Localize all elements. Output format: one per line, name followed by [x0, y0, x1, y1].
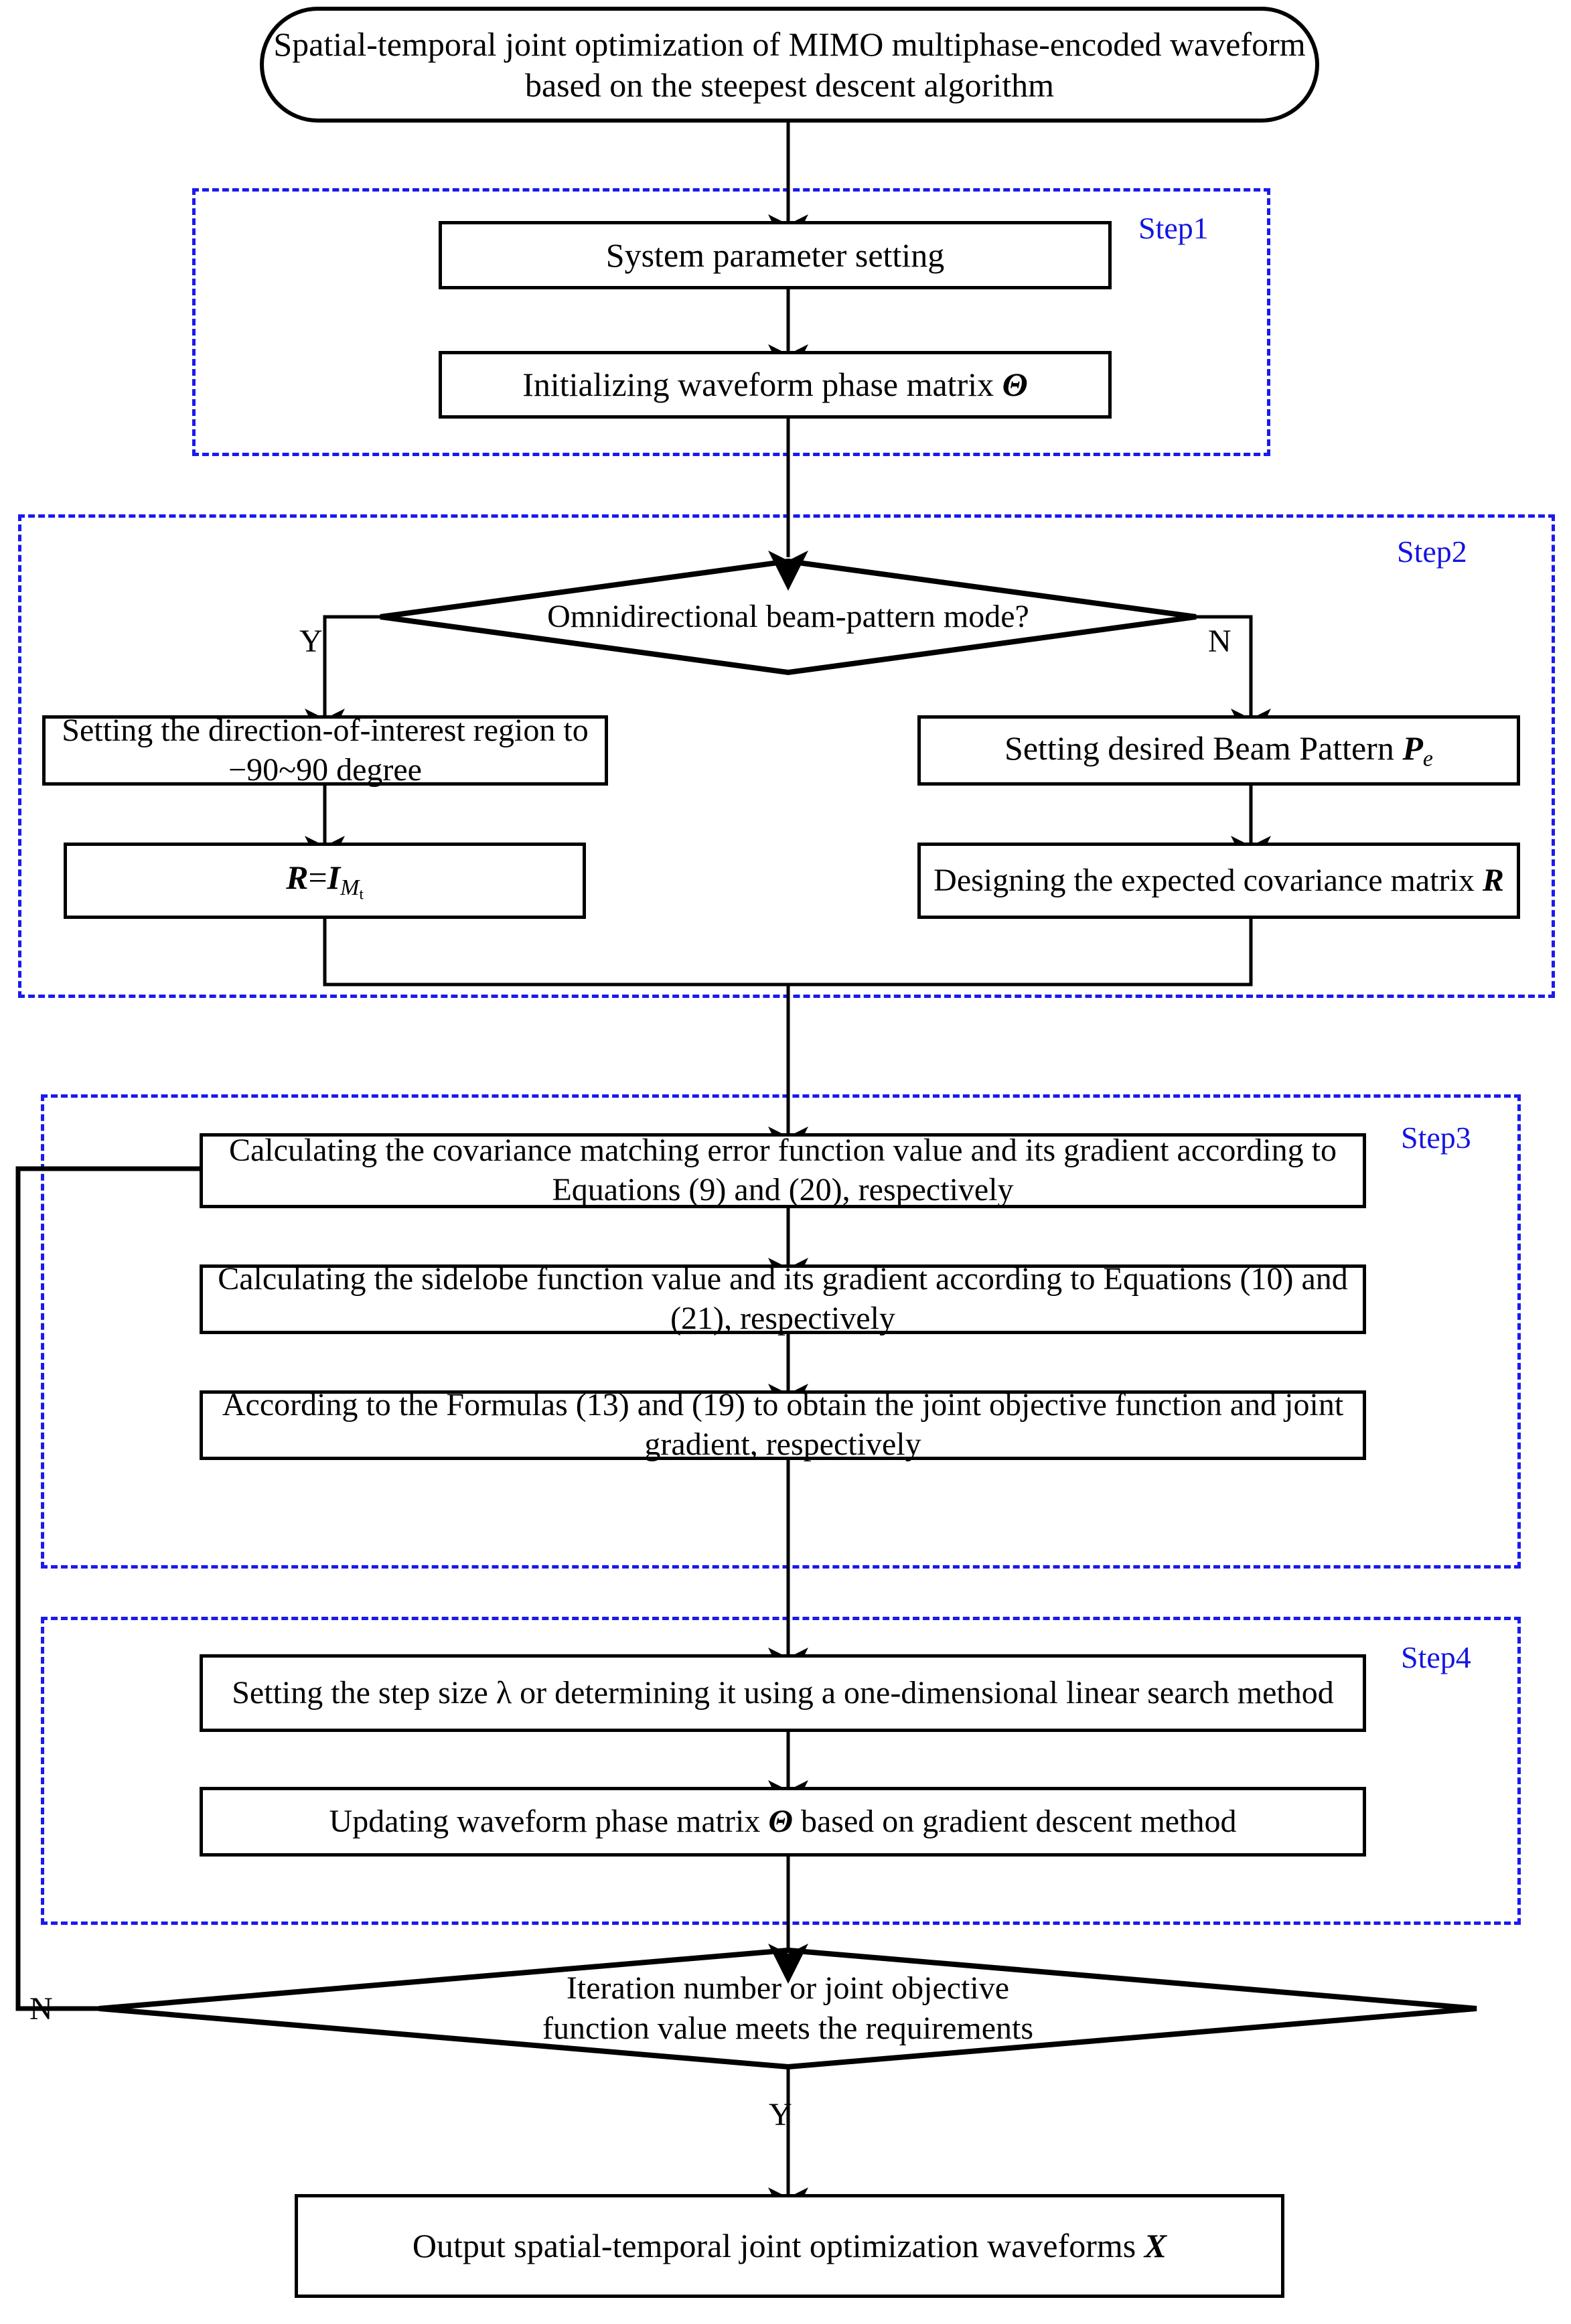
update-text-post: based on gradient descent method	[792, 1803, 1237, 1839]
step1-region	[192, 188, 1270, 456]
decision-beampattern-mode: Omnidirectional beam-pattern mode?	[380, 561, 1196, 672]
edge-label-mode-yes: Y	[299, 624, 323, 659]
node-calc-sidelobe: Calculating the sidelobe function value …	[200, 1261, 1366, 1336]
step4-label: Step4	[1401, 1640, 1471, 1674]
x-symbol: X	[1144, 2227, 1167, 2264]
start-terminator: Spatial-temporal joint optimization of M…	[260, 7, 1319, 123]
lambda-symbol: λ	[496, 1674, 512, 1711]
node-r-equals-identity: R=IMt	[64, 843, 586, 919]
p-subscript: e	[1422, 746, 1433, 772]
initializing-phase-matrix-label: Initializing waveform phase matrix Θ	[513, 364, 1037, 405]
node-set-desired-beam-pattern: Setting desired Beam Pattern Pe	[917, 715, 1520, 786]
edge-label-converge-no: N	[29, 1991, 53, 2027]
convergence-line2: function value meets the requirements	[542, 2011, 1034, 2046]
update-text: Updating waveform phase matrix	[329, 1803, 769, 1839]
covariance-text: Designing the expected covariance matrix	[933, 862, 1483, 898]
joint-objective-label: According to the Formulas (13) and (19) …	[222, 1387, 1344, 1462]
node-set-direction-of-interest: Setting the direction-of-interest region…	[42, 713, 608, 788]
theta-symbol: Θ	[1002, 366, 1028, 403]
edge-label-converge-yes: Y	[769, 2097, 792, 2132]
node-joint-objective: According to the Formulas (13) and (19) …	[200, 1387, 1366, 1462]
set-direction-of-interest-label: Setting the direction-of-interest region…	[62, 712, 589, 788]
identity-sub-t: t	[359, 885, 364, 903]
decision-convergence: Iteration number or joint objective func…	[99, 1950, 1477, 2067]
set-step-size-label: Setting the step size λ or determining i…	[222, 1674, 1343, 1713]
theta-symbol-update: Θ	[768, 1803, 793, 1839]
node-set-step-size: Setting the step size λ or determining i…	[200, 1654, 1366, 1732]
node-output-waveforms: Output spatial-temporal joint optimizati…	[295, 2194, 1284, 2298]
identity-sub-m: M	[340, 875, 360, 901]
r-matrix-symbol: R	[1482, 862, 1504, 898]
calc-covariance-error-label: Calculating the covariance matching erro…	[228, 1133, 1337, 1208]
decision-convergence-label: Iteration number or joint objective func…	[542, 1968, 1033, 2049]
update-phase-matrix-label: Updating waveform phase matrix Θ based o…	[320, 1802, 1246, 1842]
node-design-covariance-matrix: Designing the expected covariance matrix…	[917, 843, 1520, 919]
beam-pattern-text: Setting desired Beam Pattern	[1004, 729, 1403, 767]
node-system-parameter-setting: System parameter setting	[439, 221, 1112, 289]
node-update-phase-matrix: Updating waveform phase matrix Θ based o…	[200, 1787, 1366, 1857]
equals-sign: =	[308, 858, 327, 896]
system-parameter-setting-label: System parameter setting	[605, 236, 945, 274]
output-waveforms-label: Output spatial-temporal joint optimizati…	[403, 2226, 1176, 2266]
edge-label-mode-no: N	[1208, 624, 1231, 659]
p-symbol: P	[1402, 729, 1423, 767]
step-size-text: Setting the step size	[232, 1674, 496, 1711]
design-covariance-matrix-label: Designing the expected covariance matrix…	[924, 861, 1513, 901]
decision-beampattern-label: Omnidirectional beam-pattern mode?	[547, 599, 1029, 634]
step2-label: Step2	[1397, 534, 1467, 569]
calc-sidelobe-label: Calculating the sidelobe function value …	[218, 1261, 1348, 1336]
step3-label: Step3	[1401, 1120, 1471, 1155]
r-symbol: R	[286, 858, 309, 896]
node-initializing-phase-matrix: Initializing waveform phase matrix Θ	[439, 351, 1112, 419]
step-size-text-post: or determining it using a one-dimensiona…	[512, 1674, 1334, 1711]
set-desired-beam-pattern-label: Setting desired Beam Pattern Pe	[995, 728, 1442, 773]
r-equals-identity-label: R=IMt	[277, 857, 373, 904]
start-label: Spatial-temporal joint optimization of M…	[273, 25, 1306, 104]
convergence-line1: Iteration number or joint objective	[566, 1970, 1010, 2006]
init-text: Initializing waveform phase matrix	[522, 366, 1002, 403]
output-text: Output spatial-temporal joint optimizati…	[412, 2227, 1144, 2264]
identity-symbol: I	[327, 858, 341, 896]
identity-subscript: Mt	[340, 875, 364, 903]
node-calc-covariance-error: Calculating the covariance matching erro…	[200, 1133, 1366, 1208]
step1-label: Step1	[1138, 211, 1209, 245]
